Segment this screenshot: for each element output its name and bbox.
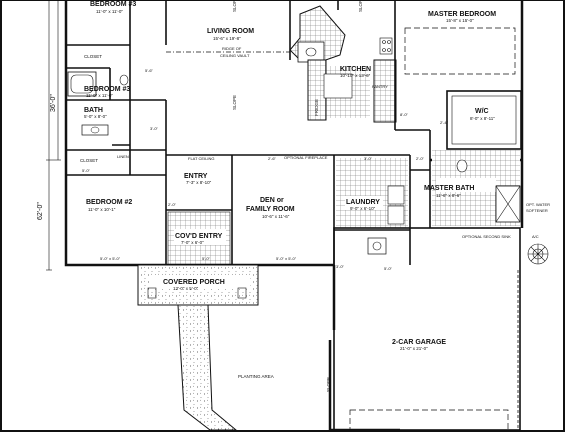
bath-name: BATH [84, 107, 103, 114]
dim-note-1: 5'-6" [145, 68, 154, 73]
wic-walls [446, 90, 522, 150]
laundry-window-dim: 5'-0" [384, 266, 393, 271]
bedroom3-lower-dim: 11'-0" x 11'-0" [86, 93, 113, 98]
toilet [119, 74, 129, 86]
entry-dim: 7'-3" x 8'-10" [186, 180, 212, 185]
garage-dim: 21'-0" x 21'-0" [400, 346, 428, 351]
wic-dim: 8'-0" x 8'-11" [470, 116, 495, 121]
kitchen-sink [297, 41, 325, 63]
garage-door [349, 409, 509, 431]
dim-note-2: 3'-0" [150, 126, 159, 131]
entry-name: ENTRY [184, 173, 208, 180]
laundry-dim: 9'-0" x 6'-10" [350, 206, 376, 211]
garage-name: 2-CAR GARAGE [392, 339, 446, 346]
bedroom-2-dim: 11'-0" x 10'-1" [88, 207, 116, 212]
kitchen-dim: 10'-10" x 13'-6" [340, 73, 371, 78]
vanity [81, 124, 109, 136]
bedroom-3-dim: 11'-0" x 11'-0" [96, 9, 123, 14]
master-bath-dim: 11'-6" x 8'-6" [436, 193, 461, 198]
den-name: DEN or [260, 197, 284, 204]
kitchen-right-counter [373, 59, 397, 123]
optional-fireplace: OPTIONAL FIREPLACE [284, 155, 328, 160]
bedroom3-lower-name: BEDROOM #3 [84, 86, 130, 93]
opt-water: OPT. WATER [526, 202, 550, 207]
flat-ceiling: FLAT CEILING [188, 156, 215, 161]
ridge-note-1: RIDGE OF [222, 46, 242, 51]
entry-walls [166, 130, 431, 265]
cooktop [379, 37, 393, 55]
kitchen-name: KITCHEN [340, 66, 371, 73]
optional-sink: OPTIONAL SECOND SINK [462, 234, 511, 239]
dim-note-5: 2'-0" [416, 156, 425, 161]
softener: SOFTENER [526, 208, 548, 213]
washer [387, 185, 405, 205]
den-dim: 10'-6" x 11'-6" [262, 214, 290, 219]
ac-unit [527, 243, 549, 265]
garage-slope: SLOPE [326, 377, 331, 392]
den-name-2: FAMILY ROOM [246, 206, 295, 213]
planting-area: PLANTING AREA [238, 374, 274, 379]
dim-note-3: 2'-6" [268, 156, 277, 161]
living-name: LIVING ROOM [207, 28, 254, 35]
dim-note-10: 5'-0" [82, 168, 91, 173]
ridge-note-2: CEILING VAULT [220, 53, 250, 58]
bedroom-2-name: BEDROOM #2 [86, 199, 132, 206]
dim-62: 62'-0" [37, 202, 44, 220]
dryer [387, 205, 405, 225]
master-toilet [456, 159, 468, 173]
dim-note-4: 3'-0" [364, 156, 373, 161]
slope-3: SLOPE [358, 0, 363, 12]
ac-label: A/C [532, 234, 539, 239]
linen-label: LINEN [117, 154, 129, 159]
slope-2: SLOPE [232, 95, 237, 110]
living-dim: 15'-6" x 19'-8" [213, 36, 241, 41]
master-tray-ceiling [404, 27, 516, 75]
dim-note-6: 2'-4" [440, 120, 449, 125]
laundry-name: LAUNDRY [346, 199, 380, 206]
covd-entry-dim: 7'-0" x 6'-0" [181, 240, 204, 245]
bathtub [67, 71, 97, 97]
bedroom-3-walls [66, 0, 167, 175]
bedroom-3-name: BEDROOM #3 [90, 1, 136, 8]
closet-label-2: CLOSET [80, 158, 98, 163]
dim-note-9: 8'-0" [400, 112, 409, 117]
bed2-window-dim: 5'-0" x 5'-0" [100, 256, 121, 261]
slope-1: SLOPE [232, 0, 237, 12]
wic-name: W/C [475, 108, 489, 115]
master-name: MASTER BEDROOM [428, 11, 496, 18]
dim-note-8: 2'-0" [168, 202, 177, 207]
garage-walls [333, 227, 521, 431]
fridge-label: FRIDGE [314, 99, 319, 116]
porch-name: COVERED PORCH [163, 279, 225, 286]
covd-entry-name: COV'D ENTRY [175, 233, 223, 240]
walkway [177, 304, 238, 431]
pantry-label: PANTRY [372, 84, 388, 89]
closet-label-1: CLOSET [84, 54, 102, 59]
bath-dim: 5'-0" x 8'-0" [84, 114, 107, 119]
dim-note-7: 3'-0" [336, 264, 345, 269]
dim-36: 36'-0" [50, 94, 57, 112]
dim-note-11: 5'-0" [202, 256, 211, 261]
master-dim: 15'-8" x 15'-0" [446, 18, 474, 23]
master-bath-name: MASTER BATH [424, 185, 474, 192]
left-dimensions [46, 0, 61, 271]
den-window-dim: 5'-0" x 5'-0" [276, 256, 297, 261]
porch-dim: 13'-0" x 5'-0" [173, 286, 199, 291]
water-heater [367, 237, 387, 255]
